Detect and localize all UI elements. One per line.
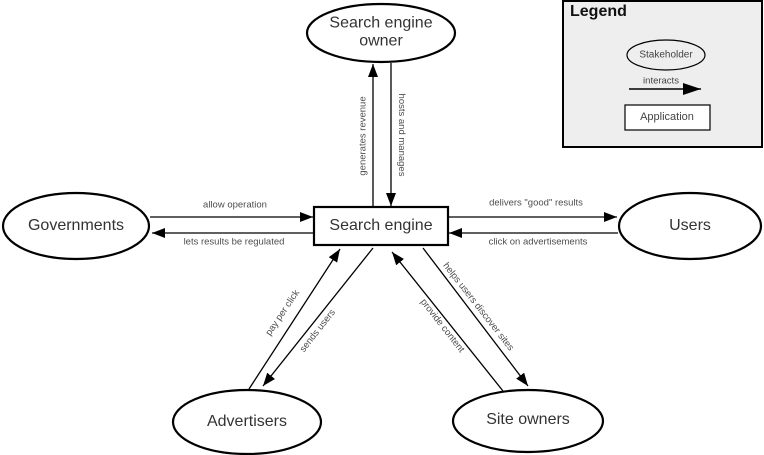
node-label-advertisers: Advertisers: [206, 412, 288, 430]
node-site-owners: [451, 388, 605, 454]
node-label-site-owners: Site owners: [486, 410, 570, 428]
edge-label-click-on-advertisements: click on advertisements: [488, 236, 588, 248]
node-label-governments: Governments: [27, 216, 125, 234]
node-advertisers: [171, 388, 323, 455]
node-search-engine-owner: [305, 2, 457, 64]
legend-application-label: Application: [640, 111, 694, 123]
edge-pay-per-click: [248, 248, 341, 390]
legend-interacts-label: interacts: [643, 75, 679, 87]
edge-helps-users-discover-sites: [422, 247, 529, 387]
legend-title: Legend: [570, 3, 627, 20]
legend-application-box: [624, 104, 711, 131]
edge-provide-content: [391, 251, 504, 392]
edges-group: [150, 63, 618, 392]
node-users: [617, 191, 763, 261]
node-label-search-engine: Search engine: [329, 216, 433, 234]
legend-group: [562, 0, 763, 148]
legend-stakeholder-label: Stakeholder: [639, 49, 693, 61]
node-search-engine: [312, 205, 450, 247]
edge-sends-users: [262, 247, 374, 387]
legend-stakeholder-ellipse: [626, 39, 706, 71]
edge-label-lets-results-be-regulated: lets results be regulated: [183, 236, 285, 248]
node-governments: [1, 191, 151, 261]
node-label-users: Users: [669, 216, 711, 234]
edge-label-hosts-and-manages: hosts and manages: [395, 93, 407, 177]
edge-label-allow-operation: allow operation: [203, 199, 267, 211]
edge-label-generates-revenue: generates revenue: [357, 96, 369, 176]
node-label-search-engine-owner: Search engine owner: [329, 14, 433, 50]
edge-label-delivers-good-results: delivers "good" results: [489, 197, 583, 209]
